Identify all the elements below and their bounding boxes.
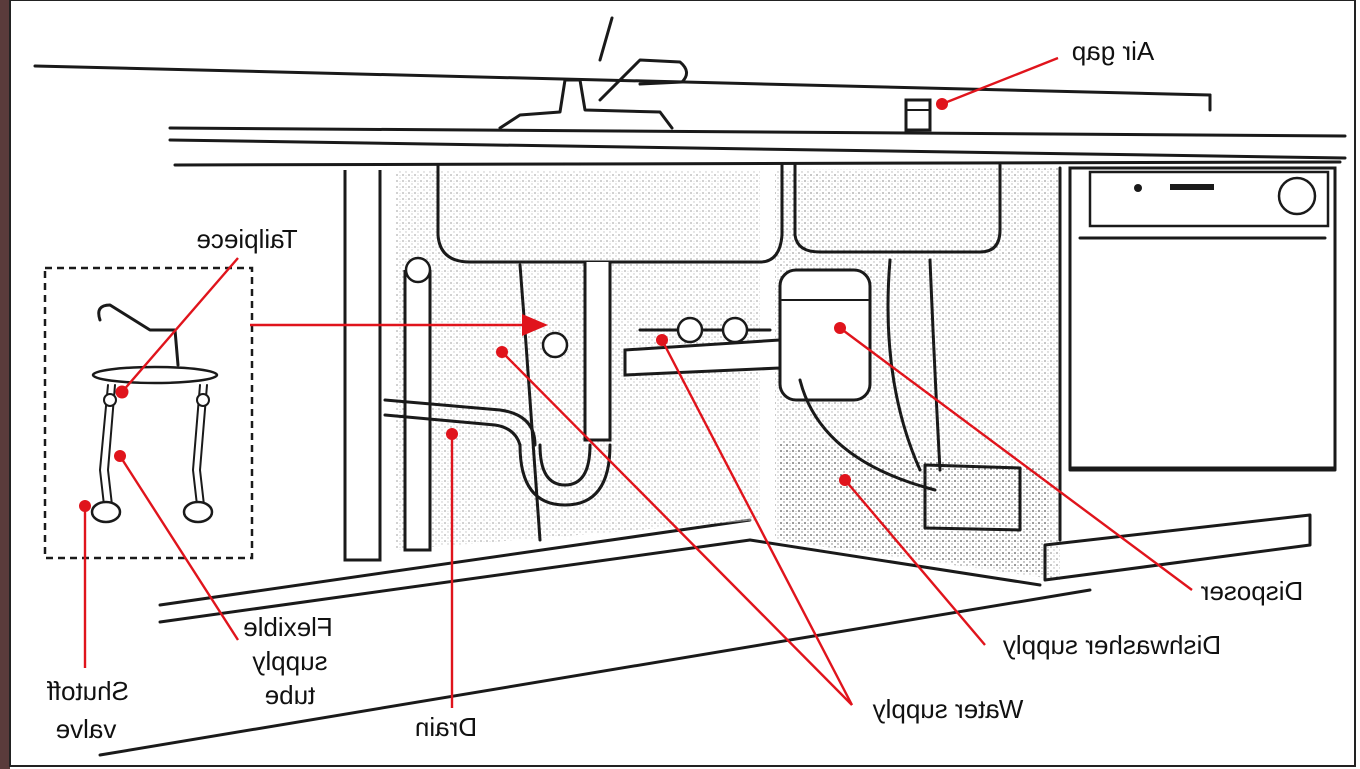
label-dishwasher-supply: Dishwasher supply — [1003, 630, 1221, 660]
leader-flexible-supply — [118, 455, 240, 641]
leader-tailpiece — [121, 257, 239, 393]
labels: Air gap Tailpiece Flexible supply tube S… — [46, 36, 1303, 744]
drain-trap — [383, 262, 782, 507]
label-disposer: Disposer — [1200, 576, 1303, 606]
inset-dashed-box — [43, 266, 254, 560]
disposer-unit — [778, 268, 1022, 532]
dot-water-supply-a — [496, 346, 508, 358]
dot-tailpiece — [115, 385, 129, 399]
dot-air-gap — [936, 98, 948, 110]
dot-drain — [446, 428, 458, 440]
supply-lines — [518, 258, 942, 542]
frame-border — [9, 0, 1356, 767]
cabinet-posts — [343, 170, 432, 562]
leader-water-supply-a — [501, 351, 853, 706]
label-shutoff-line2: valve — [56, 714, 117, 744]
leader-dots — [79, 98, 948, 512]
dot-water-supply-b — [656, 334, 668, 346]
left-edge — [0, 0, 10, 769]
air-gap-fixture — [904, 98, 932, 132]
label-flexible-line2: supply — [252, 646, 327, 676]
leader-water-supply-b — [660, 339, 854, 706]
dot-shutoff-valve — [79, 500, 91, 512]
inset-faucet — [90, 303, 219, 524]
leader-disposer — [839, 327, 1193, 591]
leader-lines — [83, 56, 1193, 708]
label-drain: Drain — [415, 712, 477, 742]
cabinet-structure — [33, 64, 1347, 757]
leader-air-gap — [941, 56, 1059, 106]
label-flexible-line1: Flexible — [243, 612, 333, 642]
dot-dishwasher-supply — [839, 474, 851, 486]
inset-detail — [43, 266, 254, 560]
label-flexible-line3: tube — [265, 680, 316, 710]
dishwasher — [1043, 166, 1337, 582]
inset-arrow — [250, 314, 548, 336]
label-water-supply: Water supply — [873, 694, 1024, 724]
dot-flexible-supply — [114, 450, 126, 462]
back-wall — [395, 168, 1060, 580]
sink-basins — [436, 163, 1002, 264]
dot-disposer — [834, 322, 846, 334]
leader-dishwasher-supply — [844, 479, 986, 646]
faucet — [498, 16, 688, 130]
arrow-head — [522, 314, 548, 336]
label-shutoff-line1: Shutoff — [46, 676, 129, 706]
label-air-gap: Air gap — [1072, 36, 1154, 66]
label-tailpiece: Tailpiece — [196, 224, 297, 254]
